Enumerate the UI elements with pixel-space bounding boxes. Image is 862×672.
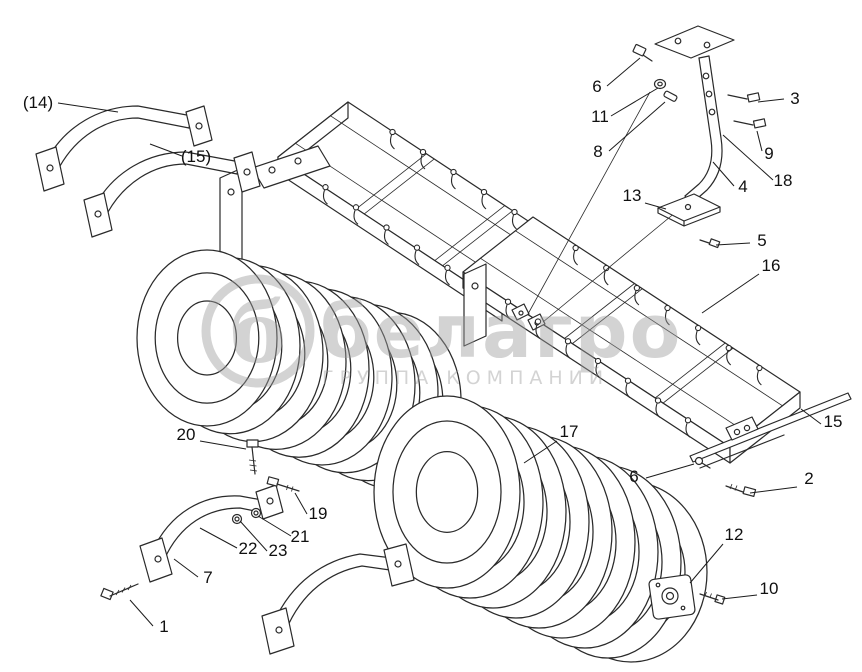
part-label-3: 3 <box>790 89 799 108</box>
watermark-brand: белагро <box>320 289 682 375</box>
part-label-16: 16 <box>762 256 781 275</box>
washer-23 <box>231 513 243 525</box>
bracket-bottom-middle <box>261 543 415 655</box>
roller-right <box>373 395 682 659</box>
watermark-ring <box>201 274 315 388</box>
part-label-6-top: 6 <box>592 77 601 96</box>
bolt-10 <box>699 591 726 605</box>
watermark-letter: б <box>230 283 286 382</box>
tine-hooks-lower-front <box>504 298 692 438</box>
frame-upper-hitch-plate <box>251 145 331 189</box>
part-label-6-bottom: 6 <box>629 467 638 486</box>
watermark: б белагро ГРУППА КОМПАНИЙ <box>201 274 682 389</box>
part-label-2: 2 <box>804 469 813 488</box>
leader-lines <box>57 57 822 627</box>
bolt-6-bottom <box>694 456 711 469</box>
nut-21 <box>250 507 262 519</box>
bolt-1 <box>100 583 139 601</box>
part-label-18: 18 <box>774 171 793 190</box>
bolt-2 <box>725 483 757 498</box>
part-label-14: (14) <box>23 93 53 112</box>
part-label-10: 10 <box>760 579 779 598</box>
part-label-13: 13 <box>623 186 642 205</box>
bracket-14 <box>35 105 213 192</box>
bolt-3 <box>727 92 761 103</box>
tine-hooks-lower-rear <box>572 244 763 386</box>
bearing-plate-12 <box>648 574 696 620</box>
bracket-18 <box>684 55 723 205</box>
part-label-9: 9 <box>764 144 773 163</box>
bracket-15 <box>83 151 261 238</box>
washer-11 <box>653 78 667 90</box>
frame-right-mount <box>725 416 759 441</box>
bolt-19 <box>266 476 300 492</box>
bolt-9 <box>733 118 767 129</box>
scraper-rod-15 <box>689 392 852 469</box>
foot-plate-13 <box>657 193 721 227</box>
part-labels: (14) (15) 6 11 8 3 9 4 18 13 5 16 15 17 … <box>23 77 843 636</box>
frame-lower-end-post <box>463 263 487 347</box>
pin-8 <box>663 90 678 102</box>
bracket-22 <box>139 484 284 583</box>
part-label-22: 22 <box>239 539 258 558</box>
part-label-12: 12 <box>725 525 744 544</box>
part-label-1: 1 <box>159 617 168 636</box>
tine-hooks-upper-front <box>322 184 451 286</box>
part-label-11: 11 <box>591 107 609 126</box>
part-label-8: 8 <box>593 142 602 161</box>
part-label-20: 20 <box>177 425 196 444</box>
part-label-15-bracket: (15) <box>181 147 211 166</box>
part-label-21: 21 <box>291 527 310 546</box>
roller-left <box>136 249 462 490</box>
part-label-15-rod: 15 <box>824 412 843 431</box>
tine-hooks-upper-rear <box>389 128 518 230</box>
part-label-23: 23 <box>269 541 288 560</box>
part-label-7: 7 <box>203 568 212 587</box>
bolt-5 <box>699 238 721 249</box>
part-label-19: 19 <box>309 504 328 523</box>
mount-assembly <box>527 25 767 323</box>
watermark-tagline: ГРУППА КОМПАНИЙ <box>322 366 609 389</box>
part-label-17: 17 <box>560 422 579 441</box>
part-label-4: 4 <box>738 177 747 196</box>
bolt-6-top <box>632 43 653 62</box>
bolt-20 <box>246 439 259 475</box>
part-label-5: 5 <box>757 231 766 250</box>
mount-top-plate <box>654 25 735 59</box>
